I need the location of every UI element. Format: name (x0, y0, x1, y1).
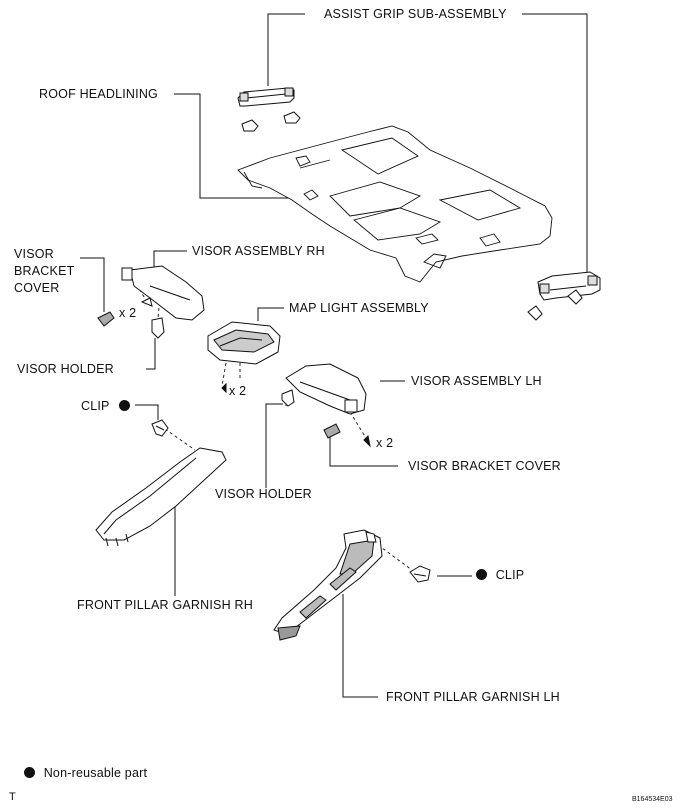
label-visor-assembly-rh: VISOR ASSEMBLY RH (192, 244, 325, 258)
non-reusable-dot-icon (24, 767, 35, 778)
label-clip-right: CLIP (476, 568, 524, 583)
label-visor-holder-center: VISOR HOLDER (215, 487, 312, 501)
map-light-assembly (207, 321, 281, 394)
label-visor-assembly-lh: VISOR ASSEMBLY LH (411, 374, 542, 388)
visor-assembly-lh (281, 363, 371, 448)
legend-text: Non-reusable part (43, 766, 148, 780)
clip-left-part (151, 419, 169, 437)
visor-assembly-rh (97, 265, 205, 339)
label-visor-holder-left: VISOR HOLDER (17, 362, 114, 376)
label-front-pillar-lh: FRONT PILLAR GARNISH LH (386, 690, 560, 704)
non-reusable-dot-icon (119, 400, 131, 411)
leader-lines (80, 13, 588, 698)
label-assist-grip: ASSIST GRIP SUB-ASSEMBLY (324, 7, 507, 21)
clip-left-text: CLIP (81, 399, 110, 413)
front-pillar-garnish-rh (95, 447, 227, 547)
label-clip-left: CLIP (81, 399, 131, 414)
clip-right-text: CLIP (495, 568, 525, 582)
label-visor-bracket-cover-right: VISOR BRACKET COVER (408, 459, 561, 473)
qty-map-light: x 2 (229, 384, 247, 398)
qty-visor-lh: x 2 (376, 436, 394, 450)
assist-grip-right (527, 271, 601, 321)
non-reusable-dot-icon (476, 569, 487, 580)
footer-code: B164534E03 (632, 796, 673, 803)
legend: Non-reusable part (24, 766, 147, 781)
label-map-light: MAP LIGHT ASSEMBLY (289, 301, 429, 315)
label-visor-bracket-cover-left: VISOR BRACKET COVER (14, 247, 75, 295)
clip-right-part (409, 565, 431, 583)
label-roof-headlining: ROOF HEADLINING (39, 87, 158, 101)
label-front-pillar-rh: FRONT PILLAR GARNISH RH (77, 598, 253, 612)
front-pillar-garnish-lh (273, 529, 383, 641)
qty-visor-rh: x 2 (119, 306, 137, 320)
footer-mark: T (9, 791, 16, 803)
roof-headlining (237, 125, 553, 283)
assist-grip-top (237, 87, 301, 132)
